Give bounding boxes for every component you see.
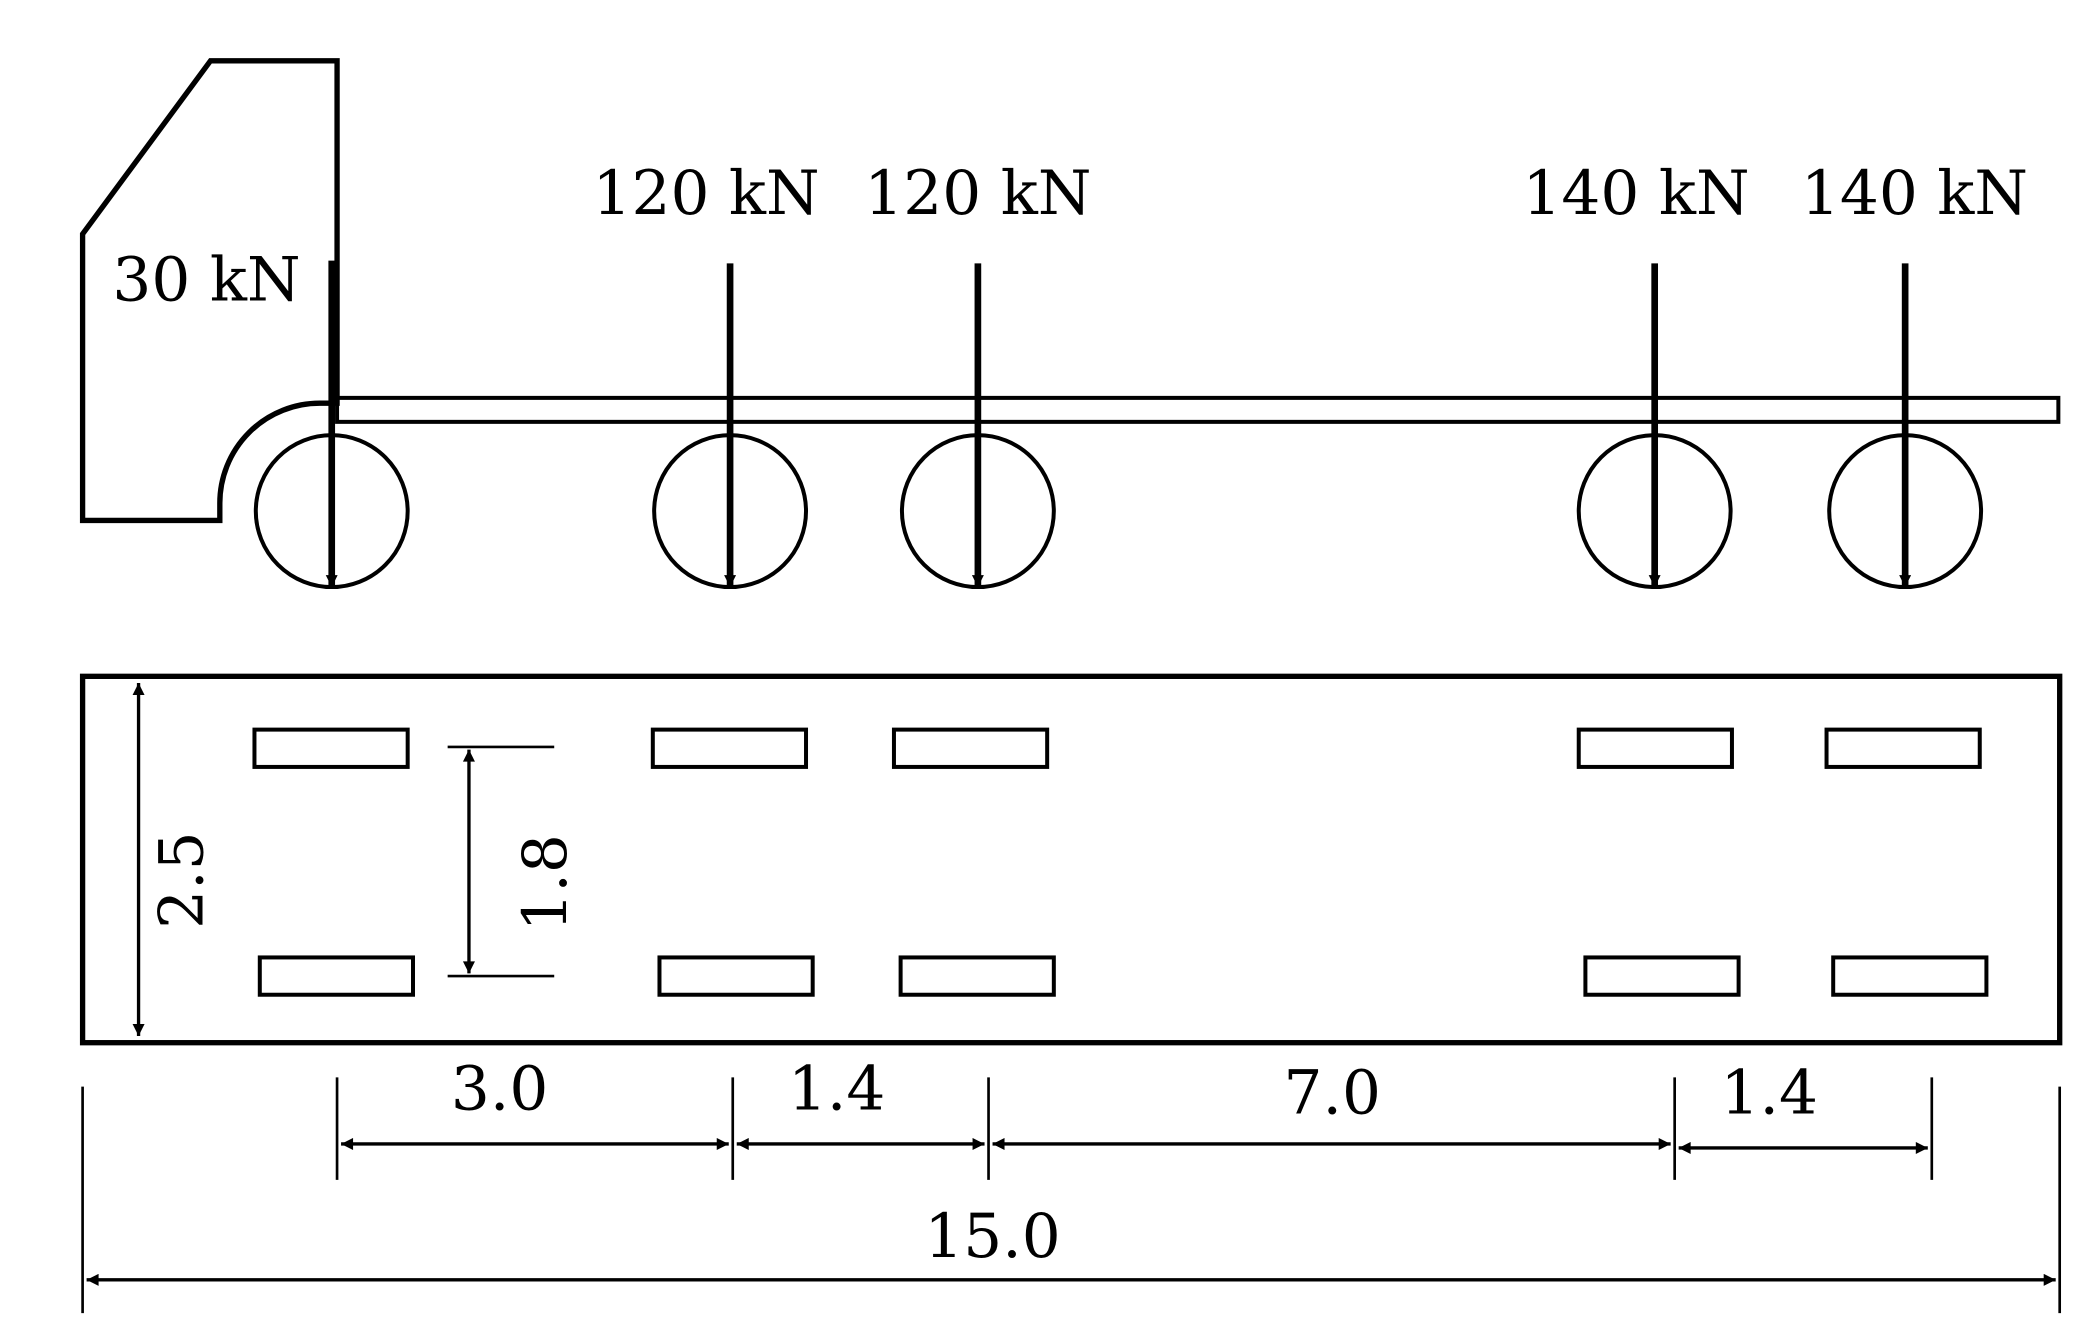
spacing-label-1: 3.0 bbox=[451, 1053, 548, 1124]
wheel-footprint bbox=[657, 955, 815, 997]
spacing-label-2: 1.4 bbox=[788, 1053, 885, 1124]
load-label-1: 30 kN bbox=[112, 245, 300, 316]
side-view: 30 kN 120 kN 120 kN 140 kN 140 kN bbox=[79, 58, 2061, 590]
wheel-footprint bbox=[252, 727, 410, 769]
wheel-footprint bbox=[257, 955, 416, 997]
trailer-deck bbox=[335, 395, 2061, 424]
load-label-3: 120 kN bbox=[864, 158, 1091, 229]
total-length-label: 15.0 bbox=[924, 1201, 1060, 1272]
spacing-label-3: 7.0 bbox=[1284, 1057, 1381, 1128]
wheel-footprint bbox=[650, 727, 809, 769]
spacing-label-4: 1.4 bbox=[1721, 1057, 1818, 1128]
load-label-5: 140 kN bbox=[1801, 158, 2028, 229]
wheel-footprint bbox=[1576, 727, 1734, 769]
plan-outline bbox=[79, 673, 2063, 1046]
wheel-footprint bbox=[1831, 955, 1989, 997]
plan-view: 2.5 1.8 bbox=[79, 673, 2063, 1046]
wheel-footprint bbox=[898, 955, 1056, 997]
truck-cab bbox=[79, 58, 340, 524]
wheel-footprint bbox=[1583, 955, 1741, 997]
track-dimension-label: 1.8 bbox=[510, 834, 581, 931]
wheel-footprint bbox=[891, 727, 1050, 769]
load-label-2: 120 kN bbox=[593, 158, 820, 229]
width-dimension-label: 2.5 bbox=[147, 831, 218, 928]
load-label-4: 140 kN bbox=[1522, 158, 1749, 229]
dimension-lines: 3.0 1.4 7.0 1.4 15.0 bbox=[81, 1053, 2062, 1314]
wheel-footprint bbox=[1824, 727, 1982, 769]
